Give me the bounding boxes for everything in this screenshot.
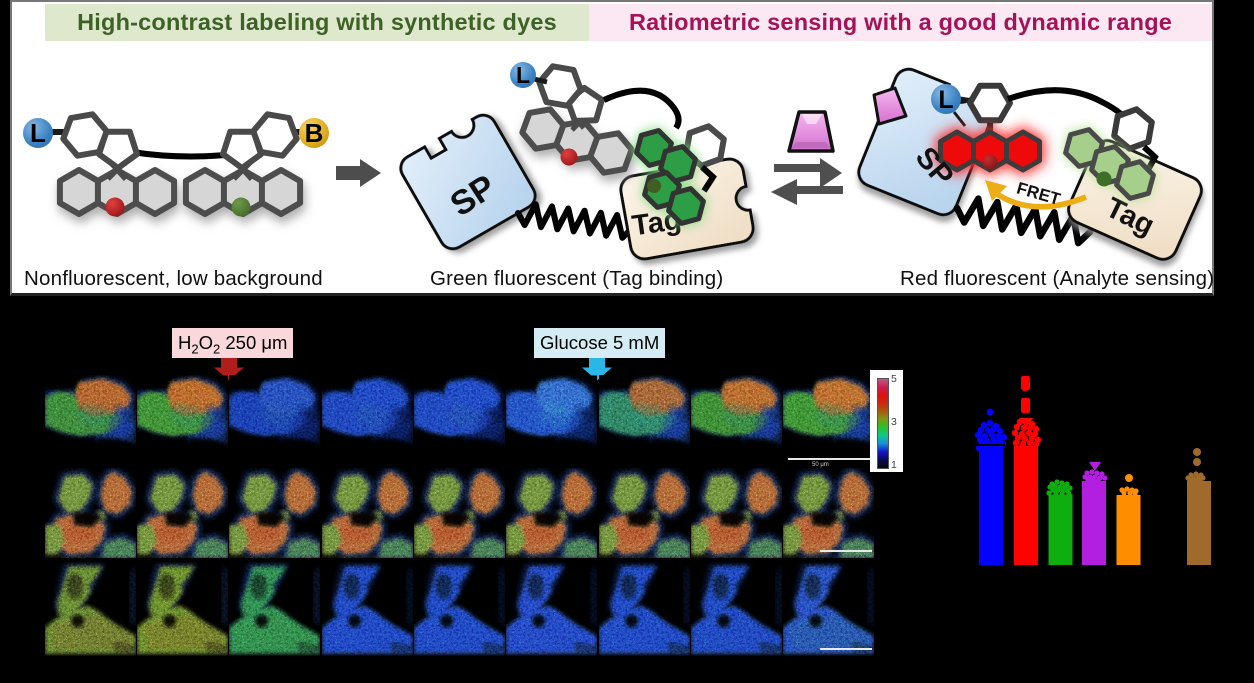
svg-text:L: L: [30, 118, 46, 148]
svg-text:B: B: [305, 118, 324, 148]
svg-text:L: L: [938, 86, 953, 114]
svg-text:L: L: [516, 62, 530, 88]
